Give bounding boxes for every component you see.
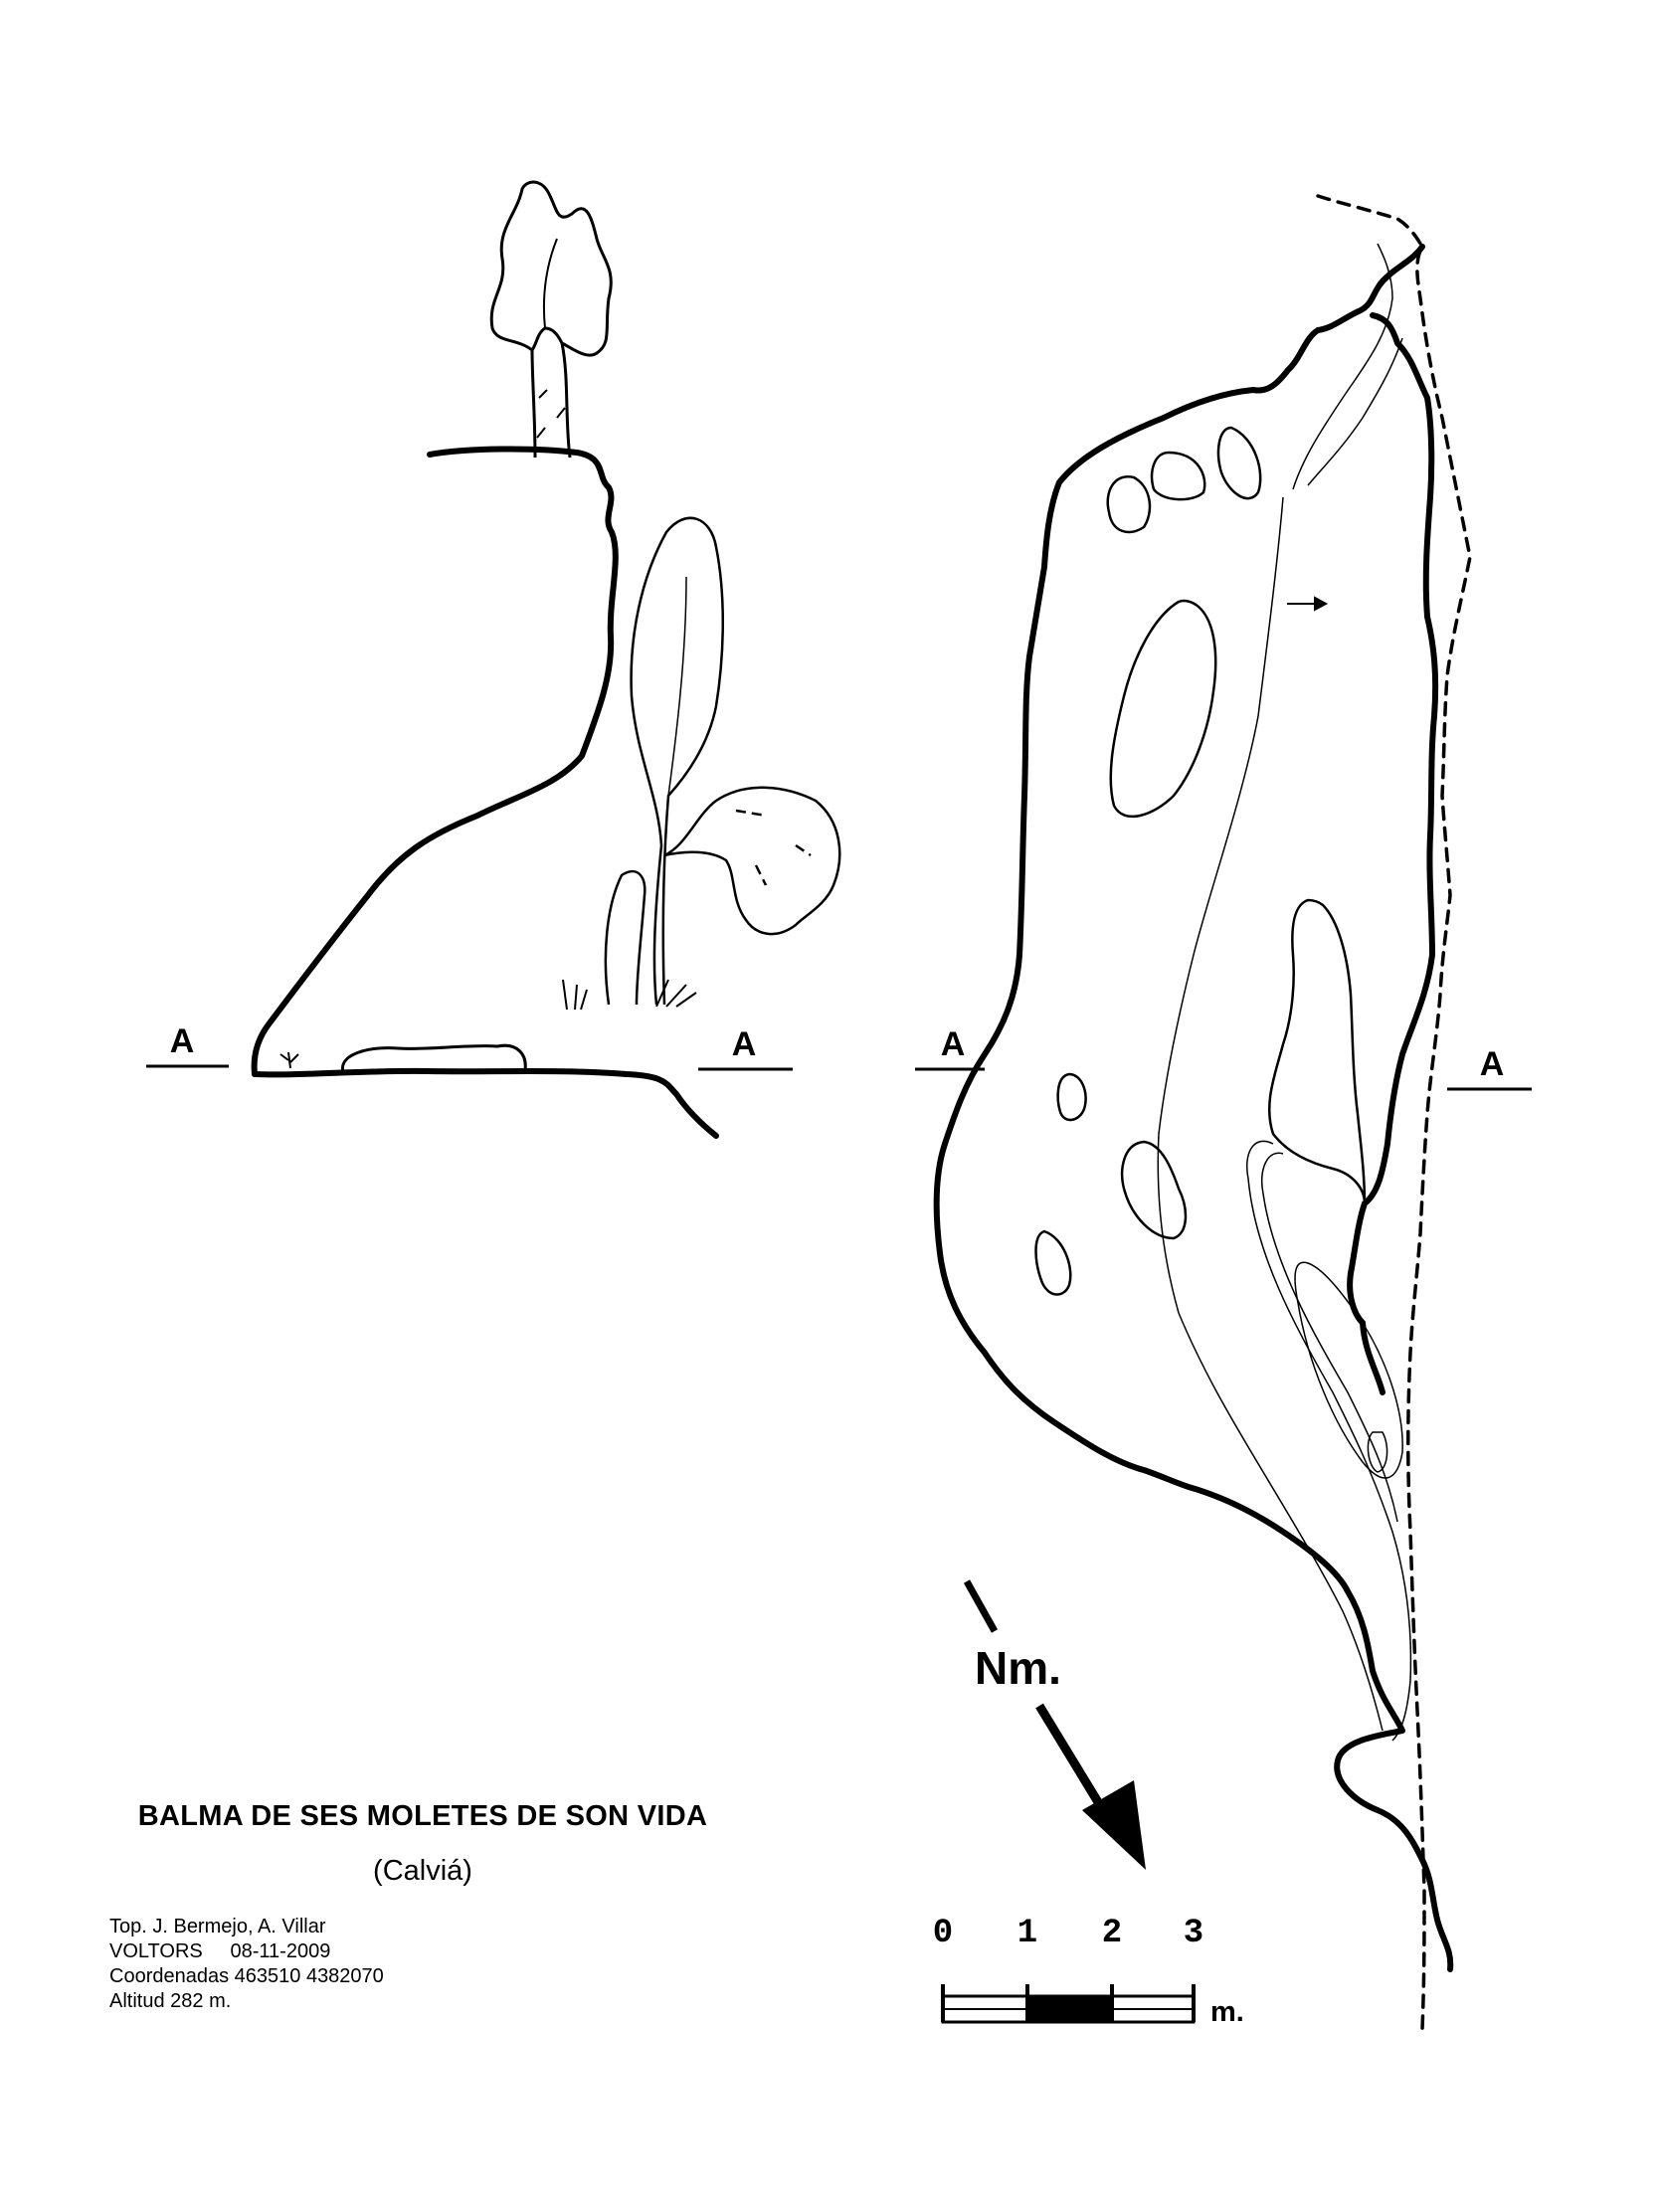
credits-line-club-date: VOLTORS 08-11-2009 — [109, 1940, 331, 1962]
map-title: BALMA DE SES MOLETES DE SON VIDA — [137, 1800, 708, 1832]
north-label: Nm. — [975, 1642, 1061, 1694]
plan-outer-wall — [933, 244, 1454, 1972]
plan-contour-2 — [1292, 243, 1393, 490]
plan-contour-1 — [1157, 496, 1384, 1732]
scale-tick-3: 3 — [1183, 1915, 1204, 1952]
cave-plan — [933, 194, 1472, 2031]
scale-tick-0: 0 — [932, 1915, 954, 1952]
plan-block-7 — [1120, 1140, 1188, 1240]
plan-label-left-a: A — [940, 1025, 966, 1063]
plan-inner-wall-lower — [1360, 1320, 1386, 1395]
plan-right-wall — [1347, 312, 1439, 1326]
plan-block-5 — [1267, 898, 1367, 1204]
plan-block-2 — [1150, 451, 1206, 501]
credits-block: Top. J. Bermejo, A. Villar VOLTORS 08-11… — [109, 1915, 384, 2014]
credits-line-coordinates: Coordenadas 463510 4382070 — [109, 1965, 384, 1987]
plan-contour-small-loop — [1367, 1431, 1388, 1473]
plan-drip-line — [1316, 194, 1472, 2031]
scale-tick-2: 2 — [1101, 1915, 1123, 1952]
small-plant-icon — [279, 1051, 299, 1069]
plan-contour-3 — [1307, 337, 1403, 486]
plan-label-right-a: A — [1479, 1045, 1505, 1083]
flow-arrow-icon — [1287, 596, 1329, 612]
cross-section — [251, 180, 841, 1139]
scale-unit: m. — [1210, 1996, 1244, 2028]
credits-line-surveyors: Top. J. Bermejo, A. Villar — [109, 1916, 326, 1937]
section-label-right-a: A — [731, 1025, 757, 1063]
map-subtitle: (Calviá) — [373, 1855, 472, 1887]
credits-line-altitude: Altitud 282 m. — [109, 1990, 232, 2012]
north-arrow-icon — [963, 1579, 1146, 1870]
section-label-left-a: A — [169, 1022, 195, 1060]
section-wall-outline — [251, 446, 619, 1077]
plan-block-8 — [1034, 1229, 1072, 1296]
scale-tick-1: 1 — [1016, 1915, 1038, 1952]
plan-block-1 — [1106, 475, 1152, 534]
plan-contour-lobe-outer — [1246, 1140, 1412, 1742]
plant-icon — [562, 516, 841, 1011]
plan-block-6 — [1056, 1072, 1087, 1122]
plan-block-3 — [1216, 426, 1262, 500]
scale-bar — [941, 1984, 1196, 2024]
tree-top-icon — [489, 180, 613, 459]
plan-block-4 — [1109, 599, 1217, 819]
section-floor — [252, 1067, 719, 1139]
plan-contour-lobe-mid — [1261, 1152, 1398, 1523]
plan-contour-lobe-inner — [1294, 1261, 1403, 1479]
section-floor-block — [341, 1043, 527, 1073]
